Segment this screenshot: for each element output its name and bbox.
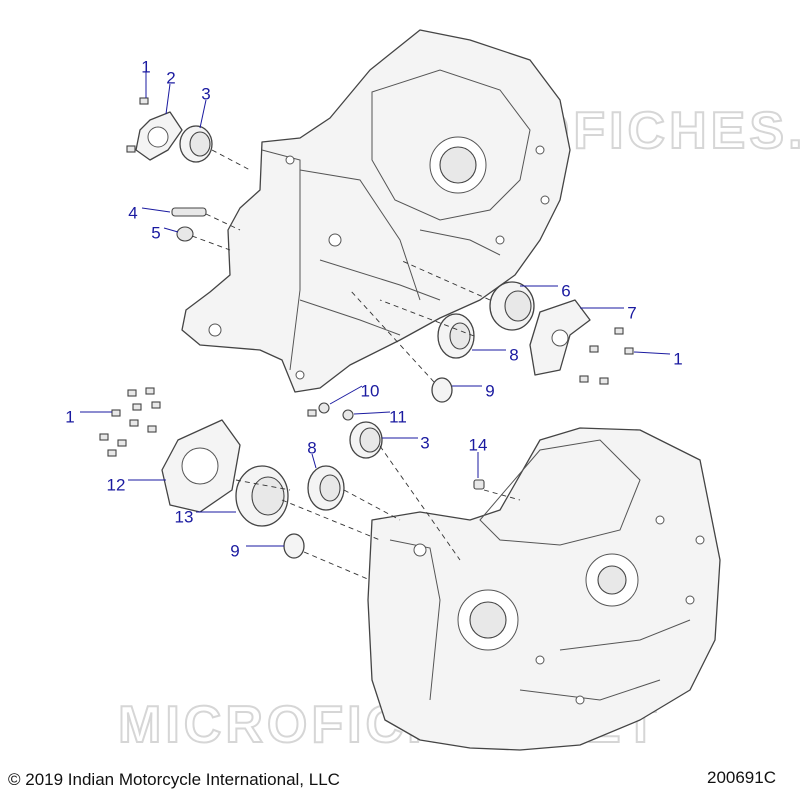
callout-5: 5 [151,223,160,242]
figure-number: 200691C [706,768,776,787]
callout-10: 10 [361,381,380,400]
callout-3: 3 [201,84,210,103]
seal-9-lower [283,533,305,559]
callout-9: 9 [485,381,494,400]
bearing-13 [235,465,289,527]
assembly-lines [191,149,521,581]
callout-3: 3 [420,433,429,452]
gasket-plate [161,419,241,513]
retainer-plate [529,299,591,376]
washer-10 [318,402,330,414]
seal-9-upper [431,377,453,403]
copyright-text: © 2019 Indian Motorcycle International, … [8,770,340,789]
seal-upper [437,313,475,359]
callout-6: 6 [561,281,570,300]
washer-11 [342,409,354,421]
callout-12: 12 [107,475,126,494]
bearing-lower [349,421,383,459]
callout-14: 14 [469,435,488,454]
callout-4: 4 [128,203,137,222]
upper-crankcase-half [181,29,571,393]
bolts-upper-left [126,97,149,153]
bolts-right [579,327,634,385]
bearing-6 [489,281,535,331]
callout-8: 8 [307,438,316,457]
bolt-10 [307,409,317,417]
bearing-upper [179,125,213,163]
callout-8: 8 [509,345,518,364]
leader-lines [80,72,671,547]
sleeve [176,226,194,242]
callout-13: 13 [175,507,194,526]
lower-crankcase-half [367,427,721,751]
cover-plate-upper [135,111,183,161]
dowel-pin [171,207,207,217]
callout-2: 2 [166,68,175,87]
callout-1: 1 [673,349,682,368]
callout-9: 9 [230,541,239,560]
callout-11: 11 [389,407,407,426]
callout-7: 7 [627,303,636,322]
seal-lower [307,465,345,511]
callout-1: 1 [141,57,150,76]
plug [473,479,485,490]
bolts-left-cluster [99,387,161,457]
callout-1: 1 [65,407,74,426]
